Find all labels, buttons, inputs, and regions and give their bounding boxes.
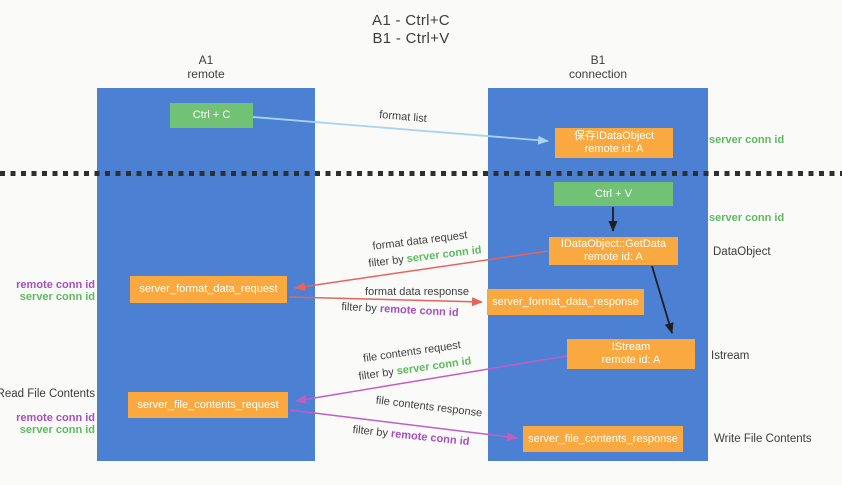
node-istream-line2: remote id: A <box>601 354 661 366</box>
node-istream-line1: IStream <box>611 341 651 353</box>
left-label-read-file-contents: Read File Contents <box>0 388 95 400</box>
right-label-write-file-contents: Write File Contents <box>714 433 812 445</box>
node-ctrl-c-label: Ctrl + C <box>192 109 231 121</box>
left-label-server-conn-id-bottom: server conn id <box>19 424 95 436</box>
node-ctrl-v-label: Ctrl + V <box>595 187 632 200</box>
left-label-remote-conn-id-top: remote conn id <box>16 279 95 291</box>
edge-label-format-list: format list <box>378 108 428 126</box>
node-ctrl-c: Ctrl + C <box>170 103 253 128</box>
lane-b1-role: connection <box>568 67 628 81</box>
node-server-file-contents-request: server_file_contents_request <box>128 392 288 418</box>
right-label-dataobject: DataObject <box>713 246 771 258</box>
node-server-format-data-response: server_format_data_response <box>487 289 644 315</box>
lane-header-b1: B1 connection <box>488 53 708 81</box>
node-save-idataobject-line2: remote id: A <box>584 143 644 155</box>
right-label-istream: Istream <box>711 350 750 362</box>
filter-by-text: filter by <box>367 253 408 270</box>
right-label-server-conn-id-top: server conn id <box>709 134 785 146</box>
filter-by-text: filter by <box>357 365 398 383</box>
node-server-format-data-response-label: server_format_data_response <box>492 295 639 308</box>
node-ctrl-v: Ctrl + V <box>554 182 673 206</box>
filter-by-text: filter by <box>352 423 392 440</box>
node-getdata-line1: IDataObject::GetData <box>560 238 667 250</box>
edge-label-format-data-response: format data response <box>365 286 469 298</box>
remote-conn-id-text: remote conn id <box>379 302 459 320</box>
filter-by-text: filter by <box>341 300 381 315</box>
node-server-file-contents-response-label: server_file_contents_response <box>528 432 678 445</box>
left-label-server-conn-id-top: server conn id <box>19 291 95 303</box>
node-server-file-contents-response: server_file_contents_response <box>523 426 683 452</box>
diagram-title: A1 - Ctrl+C B1 - Ctrl+V <box>0 12 822 48</box>
lane-b1-id: B1 <box>590 53 606 67</box>
node-server-file-contents-request-label: server_file_contents_request <box>137 398 279 411</box>
lane-a1-role: remote <box>187 67 225 81</box>
node-server-format-data-request: server_format_data_request <box>130 276 287 303</box>
lane-header-a1: A1 remote <box>97 53 315 81</box>
machine-boundary-dotted-line <box>0 171 842 176</box>
node-getdata-line2: remote id: A <box>584 251 643 263</box>
node-save-idataobject: 保存IDataObject remote id: A <box>555 128 673 158</box>
edge-label-format-data-response-filter: filter by remote conn id <box>341 301 459 319</box>
left-label-remote-conn-id-bottom: remote conn id <box>16 412 95 424</box>
node-server-format-data-request-label: server_format_data_request <box>139 283 278 295</box>
edge-label-file-contents-response-filter: filter by remote conn id <box>352 424 470 448</box>
title-line-1: A1 - Ctrl+C <box>372 12 450 29</box>
node-istream: IStream remote id: A <box>567 339 695 369</box>
title-line-2: B1 - Ctrl+V <box>372 30 450 47</box>
node-save-idataobject-line1: 保存IDataObject <box>573 130 655 142</box>
remote-conn-id-text: remote conn id <box>390 427 470 449</box>
right-label-server-conn-id-mid: server conn id <box>709 212 785 224</box>
node-idataobject-getdata: IDataObject::GetData remote id: A <box>549 237 678 265</box>
lane-a1-id: A1 <box>198 53 214 67</box>
edge-label-file-contents-response: file contents response <box>375 394 483 420</box>
